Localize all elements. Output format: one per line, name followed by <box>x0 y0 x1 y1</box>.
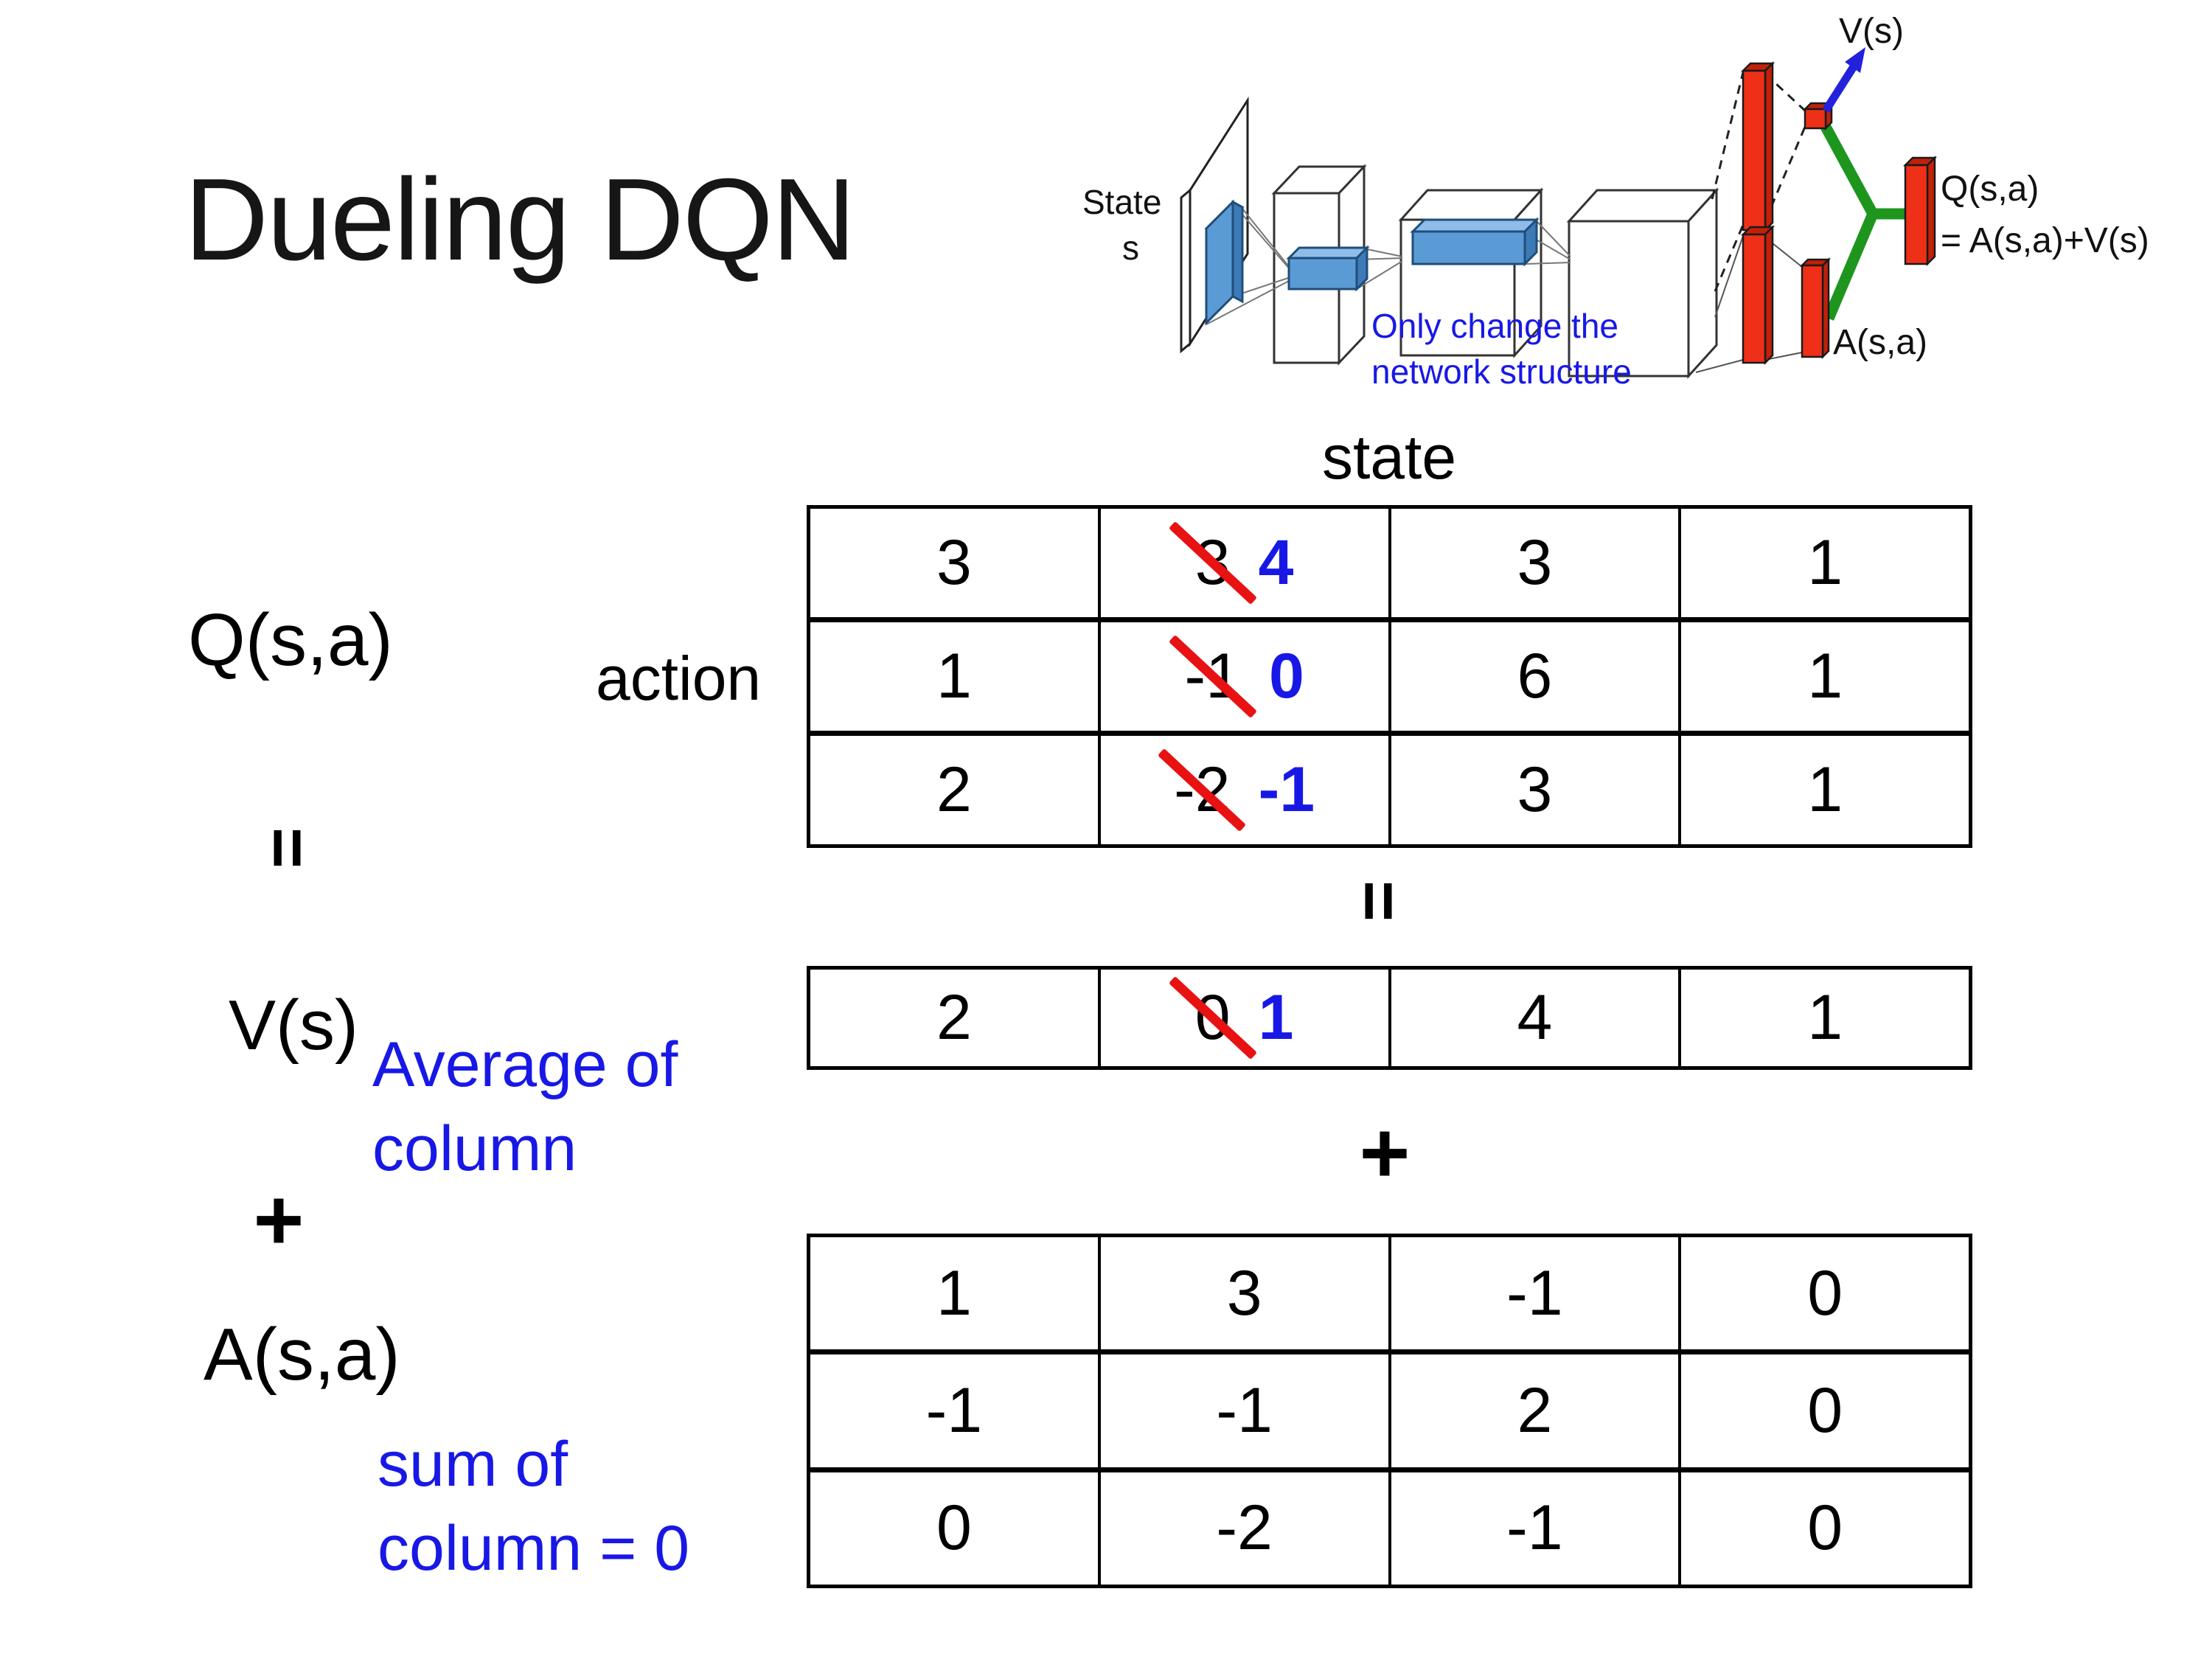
feature-bar-1 <box>1286 245 1370 292</box>
average-note-line1: Average of <box>372 1029 678 1100</box>
action-label: action <box>596 644 762 713</box>
table-cell: 2 <box>936 754 972 825</box>
diagram-note-line1: Only change the <box>1371 307 1618 345</box>
v-arrow-icon <box>1822 47 1865 113</box>
table-cell: -1 <box>1388 1237 1679 1350</box>
average-note-line2: column <box>372 1113 577 1184</box>
a-matrix-label: A(s,a) <box>204 1313 400 1396</box>
q-matrix-label: Q(s,a) <box>188 599 393 681</box>
corrected-value: 4 <box>1258 527 1294 598</box>
table-cell: 0 <box>936 1492 972 1564</box>
diagram-q-output-label: Q(s,a) <box>1941 170 2039 209</box>
struck-value: 0 <box>1194 982 1231 1053</box>
table-cell: -1 0 <box>1097 622 1388 731</box>
corrected-value: 1 <box>1258 982 1294 1053</box>
average-of-column-note: Average of column <box>372 1023 678 1191</box>
table-cell: 3 <box>1388 509 1679 617</box>
feature-bar-2 <box>1410 217 1540 267</box>
network-diagram: State s V(s) Q(s,a) = A(s,a)+V(s) A(s,a)… <box>1082 12 2149 391</box>
table-cell: -1 <box>925 1374 983 1446</box>
state-header: state <box>1321 422 1457 492</box>
table-cell: 1 <box>1678 509 1969 617</box>
table-cell: 4 <box>1388 970 1679 1066</box>
table-cell: 6 <box>1388 622 1679 731</box>
sum-of-column-note: sum of column = 0 <box>378 1423 689 1590</box>
corrected-value: -1 <box>1258 754 1315 825</box>
table-cell: 1 <box>1678 622 1969 731</box>
conv-filter <box>1204 199 1245 326</box>
table-cell: 2 <box>936 982 972 1053</box>
table-cell: -2 <box>1097 1472 1388 1585</box>
struck-value: 3 <box>1194 527 1231 598</box>
q-output-bar <box>1902 155 1938 267</box>
diagram-note-line2: network structure <box>1371 352 1632 391</box>
sum-note-line1: sum of <box>378 1429 568 1500</box>
table-cell: 1 <box>936 641 972 712</box>
diagram-state-label: State <box>1082 183 1161 221</box>
conv-box-3 <box>1566 187 1719 379</box>
table-cell: 1 <box>936 1257 972 1329</box>
table-cell: -1 <box>1097 1354 1388 1467</box>
plus-sign-center: + <box>1359 1105 1411 1202</box>
table-cell: 2 <box>1388 1354 1679 1467</box>
table-cell: 1 <box>1678 970 1969 1066</box>
equals-rotated-center: = <box>1340 880 1419 922</box>
table-cell: -1 <box>1388 1472 1679 1585</box>
sum-note-line2: column = 0 <box>378 1512 690 1584</box>
fc-bar-top <box>1740 60 1775 233</box>
struck-value: -2 <box>1174 754 1231 825</box>
equals-rotated-left: = <box>248 827 327 869</box>
diagram-state-s-label: s <box>1122 229 1139 267</box>
fc-bar-bottom <box>1740 224 1775 366</box>
table-cell: 3 <box>936 527 972 598</box>
corrected-value: 0 <box>1268 641 1304 712</box>
table-cell: 0 <box>1678 1472 1969 1585</box>
struck-value: -1 <box>1184 641 1241 712</box>
diagram-v-output-label: V(s) <box>1839 12 1904 51</box>
table-cell: 0 <box>1678 1237 1969 1350</box>
table-cell: 1 <box>1678 736 1969 844</box>
table-cell: -2 -1 <box>1097 736 1388 844</box>
a-vector-bar <box>1799 257 1832 360</box>
diagram-q-output-formula: = A(s,a)+V(s) <box>1941 221 2149 260</box>
table-cell: 0 <box>1678 1354 1969 1467</box>
v-scalar-box <box>1802 100 1834 131</box>
plus-sign-left: + <box>253 1172 305 1269</box>
green-merge-connector <box>1820 124 1907 321</box>
table-cell: 3 <box>1388 736 1679 844</box>
diagram-a-output-label: A(s,a) <box>1833 323 1927 362</box>
table-cell: 3 <box>1097 1237 1388 1350</box>
slide-title: Dueling DQN <box>184 155 856 285</box>
v-matrix-label: V(s) <box>229 986 358 1065</box>
